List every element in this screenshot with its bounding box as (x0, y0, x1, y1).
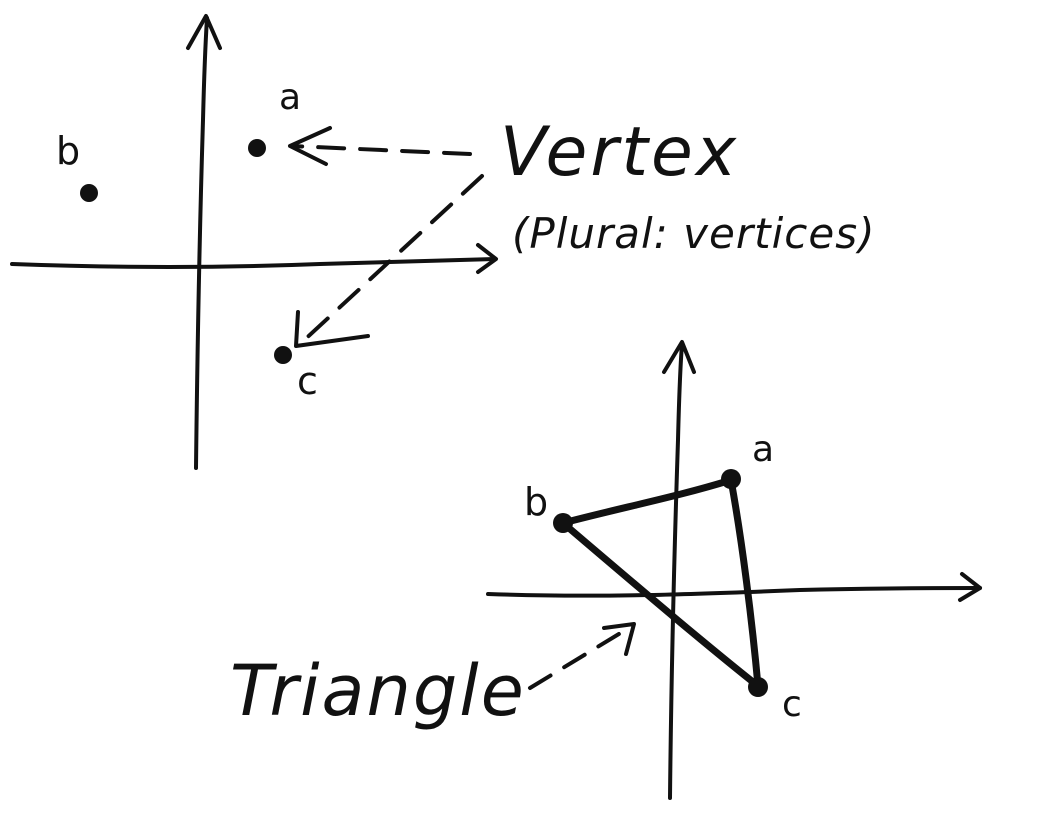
vertex-arrow-to-c-head (294, 310, 370, 348)
figure-2-triangle: a b c (524, 429, 802, 725)
figure-2-point-b (553, 513, 573, 533)
figure-2-y-axis (668, 342, 684, 800)
figure-1-label-a: a (279, 77, 301, 118)
figure-2-label-c: c (782, 684, 802, 725)
triangle-arrow-head (602, 622, 636, 656)
figure-1-label-b: b (56, 129, 80, 173)
triangle-edge-ab (559, 476, 735, 527)
vertex-callout-title: Vertex (500, 113, 739, 192)
figure-2-x-axis (486, 586, 982, 598)
triangle-arrow (528, 624, 634, 690)
vertex-arrow-to-a (290, 144, 472, 156)
figure-2-x-axis-arrowhead (958, 572, 982, 602)
figure-1-point-b (80, 184, 98, 202)
figure-2-label-a: a (752, 429, 774, 470)
figure-1-point-c (274, 346, 292, 364)
figure-1-coordinate-plane (10, 14, 498, 470)
triangle-edge-ca (727, 476, 762, 690)
figure-2-y-axis-arrowhead (662, 340, 696, 374)
figure-2-triangle-callout: Triangle (230, 622, 636, 732)
figure-1-point-a (248, 139, 266, 157)
figure-2-point-a (721, 469, 741, 489)
vertex-arrow-to-c (298, 174, 484, 346)
vertex-callout-subtitle: (Plural: vertices) (512, 209, 875, 258)
figure-1-vertex-callout: Vertex (Plural: vertices) (288, 113, 875, 348)
vertex-arrow-to-a-head (288, 126, 332, 166)
figure-1-y-axis (194, 16, 209, 470)
figure-2-coordinate-plane (486, 340, 982, 800)
figure-1-x-axis-arrowhead (476, 243, 498, 274)
figure-1-label-c: c (297, 359, 318, 403)
figure-1-x-axis (10, 257, 497, 269)
triangle-edge-bc (559, 519, 762, 690)
figure-1-y-axis-arrowhead (186, 14, 222, 50)
figure-1-points: a b c (56, 77, 318, 403)
figure-2-point-c (748, 677, 768, 697)
figure-2-label-b: b (524, 480, 548, 524)
triangle-callout-title: Triangle (230, 650, 526, 732)
